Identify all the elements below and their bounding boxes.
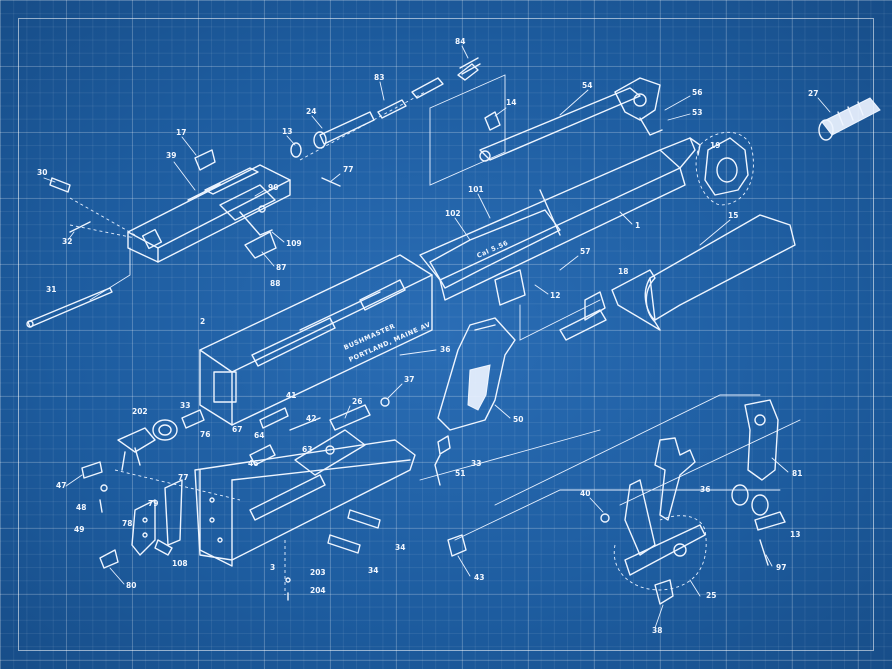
- gas-tube-assembly: [479, 77, 663, 162]
- callout-77b: 77: [178, 473, 188, 482]
- callout-63: 63: [302, 445, 312, 454]
- callout-87: 87: [276, 263, 286, 272]
- receiver-body: BUSHMASTER PORTLAND, MAINE AV: [199, 254, 433, 426]
- small-parts: [81, 397, 467, 601]
- callout-50: 50: [513, 415, 523, 424]
- leader-lines: [43, 45, 831, 629]
- callout-13: 13: [282, 127, 292, 136]
- callout-84: 84: [455, 37, 465, 46]
- callout-41: 41: [286, 391, 296, 400]
- callout-27: 27: [808, 89, 818, 98]
- callout-43: 43: [474, 573, 484, 582]
- callout-57: 57: [580, 247, 590, 256]
- callout-36: 36: [440, 345, 450, 354]
- callout-46: 46: [248, 459, 258, 468]
- barrel-assembly: Cal 5.56: [419, 137, 701, 306]
- callout-101: 101: [468, 185, 484, 194]
- callout-42: 42: [306, 414, 316, 423]
- muzzle-device: [818, 97, 881, 141]
- callout-40: 40: [580, 489, 590, 498]
- callout-83: 83: [374, 73, 384, 82]
- callout-108: 108: [172, 559, 188, 568]
- callout-36b: 36: [700, 485, 710, 494]
- callout-48: 48: [76, 503, 86, 512]
- callout-204: 204: [310, 586, 326, 595]
- callout-15: 15: [728, 211, 738, 220]
- callout-32: 32: [62, 237, 72, 246]
- callout-14: 14: [506, 98, 516, 107]
- pistol-grip: [437, 317, 516, 431]
- operating-rod: [26, 287, 113, 328]
- callout-79: 79: [148, 499, 158, 508]
- callout-54: 54: [582, 81, 592, 90]
- callout-2: 2: [200, 317, 205, 326]
- callout-34a: 34: [395, 543, 405, 552]
- callout-47: 47: [56, 481, 66, 490]
- callout-1: 1: [635, 221, 640, 230]
- callout-24: 24: [306, 107, 316, 116]
- callout-25: 25: [706, 591, 716, 600]
- callout-81: 81: [792, 469, 802, 478]
- front-sight: [695, 131, 754, 206]
- callout-56: 56: [692, 88, 702, 97]
- callout-78: 78: [122, 519, 132, 528]
- callout-31: 31: [46, 285, 56, 294]
- dust-cover-assembly: [127, 164, 291, 263]
- callout-19: 19: [710, 141, 720, 150]
- callout-109: 109: [286, 239, 302, 248]
- assembly-guide-lines: [69, 74, 801, 595]
- callout-77a: 77: [343, 165, 353, 174]
- callout-3: 3: [270, 563, 275, 572]
- callout-102: 102: [445, 209, 461, 218]
- callout-67: 67: [232, 425, 242, 434]
- callout-76: 76: [200, 430, 210, 439]
- callout-30: 30: [37, 168, 47, 177]
- callout-88: 88: [270, 279, 280, 288]
- callout-labels: 84 83 54 56 53 27 14 24 13 17 39 30 77 9…: [37, 37, 818, 635]
- pins-and-springs-top: [49, 57, 481, 233]
- trigger-group: [600, 399, 786, 605]
- callout-203: 203: [310, 568, 326, 577]
- callout-18: 18: [618, 267, 628, 276]
- callout-26: 26: [352, 397, 362, 406]
- callout-38: 38: [652, 626, 662, 635]
- callout-90: 90: [268, 183, 278, 192]
- callout-33b: 33: [471, 459, 481, 468]
- callout-34b: 34: [368, 566, 378, 575]
- callout-17: 17: [176, 128, 186, 137]
- callout-13b: 13: [790, 530, 800, 539]
- callout-64: 64: [254, 431, 264, 440]
- callout-80: 80: [126, 581, 136, 590]
- handguard: [559, 214, 796, 341]
- callout-12: 12: [550, 291, 560, 300]
- callout-202: 202: [132, 407, 148, 416]
- callout-33a: 33: [180, 401, 190, 410]
- callout-53: 53: [692, 108, 702, 117]
- callout-49: 49: [74, 525, 84, 534]
- callout-97: 97: [776, 563, 786, 572]
- callout-39: 39: [166, 151, 176, 160]
- callout-51: 51: [455, 469, 465, 478]
- trigger-housing: [194, 429, 416, 567]
- callout-37: 37: [404, 375, 414, 384]
